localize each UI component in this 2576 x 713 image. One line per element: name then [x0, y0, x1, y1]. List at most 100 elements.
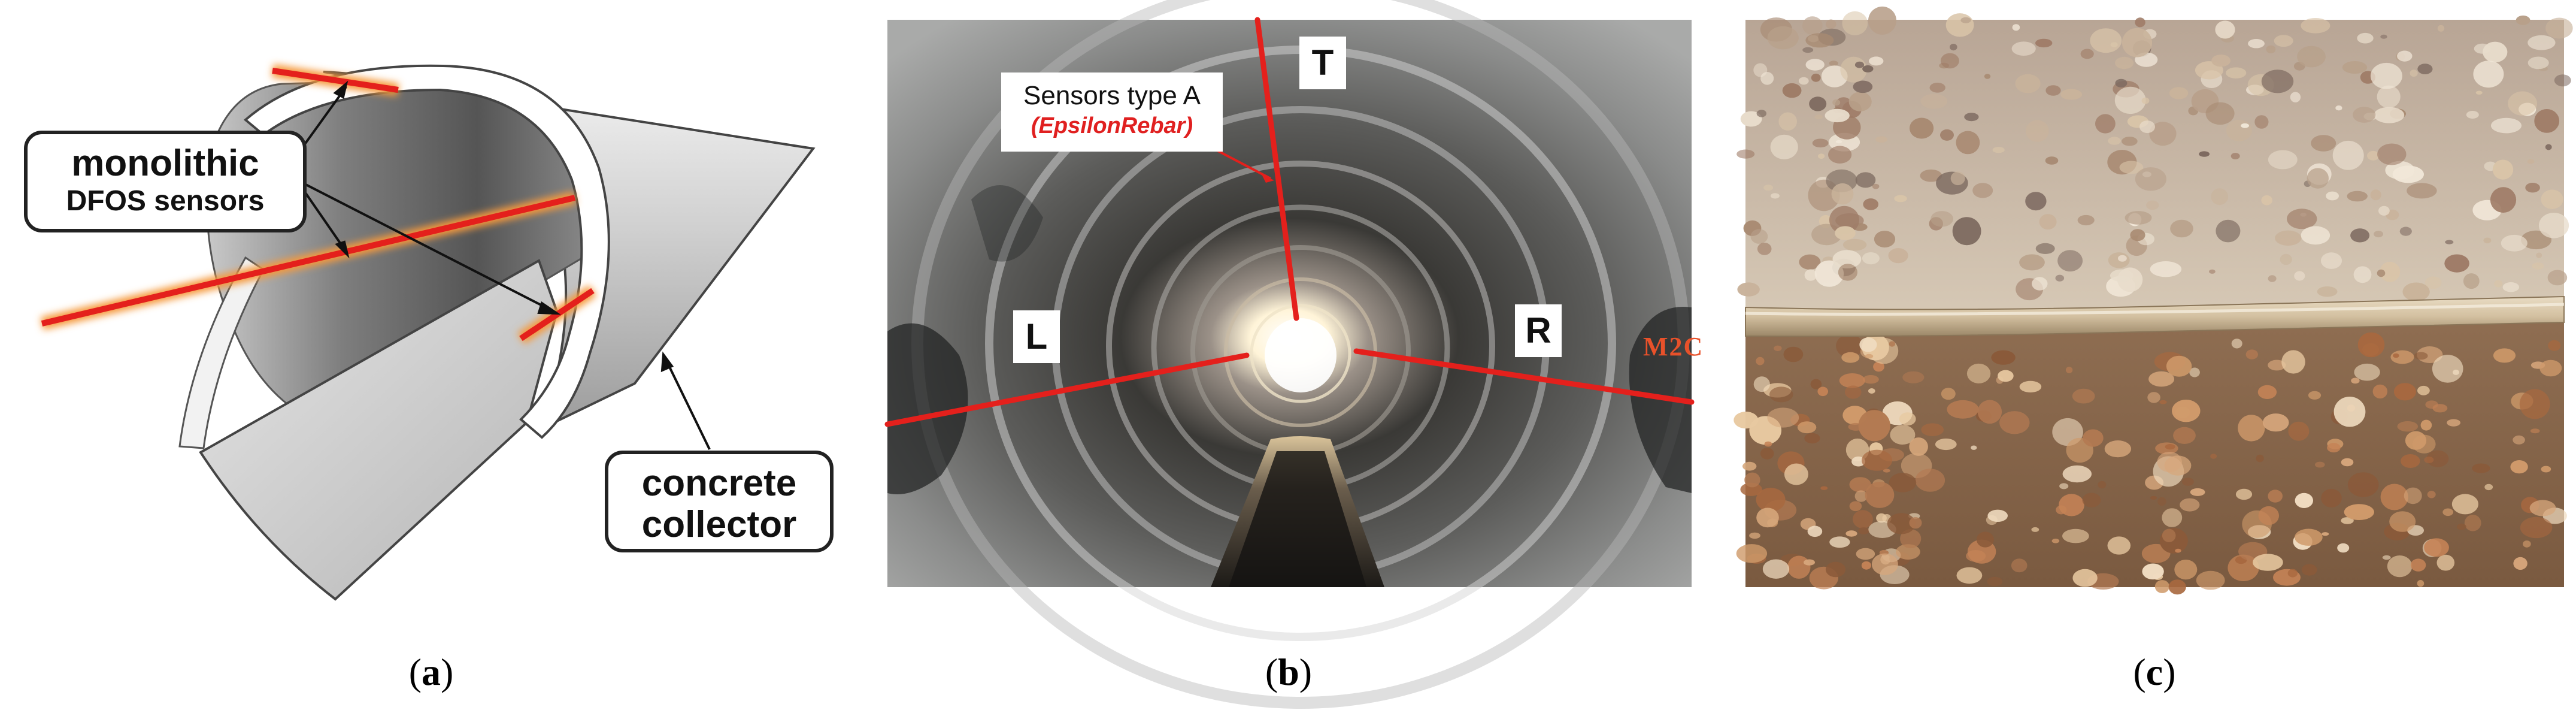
- aggregate-grain: [1910, 117, 1934, 139]
- aggregate-grain: [1802, 47, 1814, 53]
- aggregate-grain: [2083, 429, 2104, 447]
- aggregate-grain: [2015, 74, 2041, 93]
- aggregate-grain: [2035, 38, 2053, 48]
- aggregate-grain: [1802, 16, 1823, 35]
- aggregate-grain: [1769, 386, 1793, 403]
- aggregate-grain: [2404, 487, 2422, 504]
- aggregate-grain: [2230, 153, 2240, 159]
- aggregate-grain: [2118, 255, 2127, 262]
- aggregate-grain: [1787, 555, 1811, 579]
- aggregate-grain: [1764, 441, 1772, 447]
- aggregate-grain: [2442, 508, 2454, 516]
- panel-a-schematic: monolithic DFOS sensors concrete collect…: [0, 0, 862, 611]
- aggregate-grain: [2425, 276, 2442, 289]
- aggregate-grain: [2287, 209, 2317, 229]
- aggregate-grain: [1920, 93, 1948, 109]
- aggregate-grain: [2321, 488, 2342, 507]
- aggregate-grain: [2268, 490, 2283, 503]
- aggregate-grain: [2216, 219, 2241, 243]
- aggregate-grain: [2377, 143, 2407, 165]
- aggregate-grain: [2011, 41, 2036, 56]
- aggregate-grain: [2527, 56, 2549, 70]
- aggregate-grain: [1805, 59, 1825, 71]
- aggregate-grain: [1826, 19, 1836, 29]
- aggregate-grain: [2019, 254, 2045, 271]
- collector-pointer-arrow: [660, 351, 711, 450]
- aggregate-grain: [1940, 129, 1954, 141]
- aggregate-grain: [2261, 70, 2294, 93]
- aggregate-grain: [1760, 72, 1774, 85]
- aggregate-grain: [1862, 375, 1879, 384]
- aggregate-grain: [1778, 112, 1797, 131]
- aggregate-grain: [1842, 238, 1867, 251]
- aggregate-grain: [2162, 508, 2183, 527]
- aggregate-grain: [1848, 92, 1872, 111]
- aggregate-grain: [2281, 350, 2305, 374]
- aggregate-grain: [1742, 461, 1757, 471]
- aggregate-grain: [2035, 243, 2055, 254]
- aggregate-grain: [1859, 337, 1877, 352]
- aggregate-grain: [1854, 61, 1865, 68]
- aggregate-grain: [1767, 26, 1799, 50]
- aggregate-grain: [2295, 493, 2313, 509]
- aggregate-grain: [1744, 472, 1760, 488]
- aggregate-grain: [1782, 83, 1802, 98]
- aggregate-grain: [2235, 488, 2253, 500]
- aggregate-grain: [2405, 431, 2427, 450]
- aggregate-grain: [1736, 149, 1755, 159]
- aggregate-grain: [2295, 528, 2323, 546]
- aggregate-grain: [2196, 570, 2225, 590]
- collector-label-line2: collector: [641, 504, 797, 546]
- aggregate-grain: [2357, 332, 2385, 358]
- aggregate-grain: [2320, 252, 2342, 269]
- tunnel-end-light: [1265, 318, 1337, 392]
- aggregate-grain: [2350, 228, 2370, 243]
- aggregate-grain: [2508, 91, 2537, 116]
- aggregate-grain: [2410, 558, 2426, 572]
- aggregate-grain: [2347, 191, 2368, 202]
- aggregate-grain: [2534, 109, 2560, 133]
- aggregate-grain: [1865, 354, 1874, 359]
- aggregate-grain: [2393, 353, 2399, 358]
- aggregate-grain: [2377, 85, 2401, 108]
- aggregate-grain: [2351, 377, 2360, 384]
- aggregate-grain: [2344, 504, 2374, 520]
- aggregate-grain: [2437, 25, 2445, 32]
- aggregate-grain: [1825, 561, 1846, 578]
- aggregate-grain: [2025, 120, 2049, 142]
- aggregate-grain: [1858, 527, 1869, 534]
- aggregate-grain: [2072, 388, 2095, 404]
- aggregate-grain: [2425, 400, 2438, 409]
- aggregate-grain: [1956, 567, 1983, 584]
- aggregate-grain: [2012, 24, 2020, 31]
- aggregate-grain: [2417, 64, 2433, 74]
- aggregate-grain: [2122, 28, 2153, 58]
- aggregate-grain: [1762, 559, 1790, 579]
- aggregate-grain: [2045, 85, 2061, 96]
- aggregate-grain: [2238, 415, 2265, 442]
- aggregate-grain: [2215, 20, 2235, 39]
- aggregate-grain: [2516, 15, 2530, 25]
- aggregate-grain: [2157, 497, 2166, 506]
- dfos-label-line2: DFOS sensors: [66, 185, 265, 217]
- aggregate-grain: [2039, 214, 2057, 230]
- sensor-line-right: [1353, 348, 1695, 405]
- position-label-left: L: [1013, 310, 1060, 363]
- aggregate-grain: [2149, 122, 2177, 146]
- aggregate-grain: [1909, 437, 1928, 456]
- aggregate-grain: [2059, 483, 2069, 490]
- aggregate-grain: [2380, 261, 2401, 282]
- aggregate-grain: [2547, 270, 2568, 286]
- aggregate-grain: [1950, 44, 1957, 51]
- aggregate-grain: [2327, 443, 2341, 453]
- aggregate-grain: [1832, 250, 1862, 268]
- aggregate-grain: [1854, 490, 1868, 502]
- aggregate-grain: [2170, 219, 2193, 238]
- aggregate-grain: [1853, 510, 1873, 528]
- collector-floor-cutaway: [199, 259, 559, 601]
- aggregate-grain: [1849, 501, 1862, 512]
- aggregate-grain: [1804, 559, 1815, 566]
- aggregate-grains: [1734, 6, 2573, 595]
- aggregate-grain: [2380, 34, 2387, 39]
- aggregate-grain: [2475, 90, 2483, 95]
